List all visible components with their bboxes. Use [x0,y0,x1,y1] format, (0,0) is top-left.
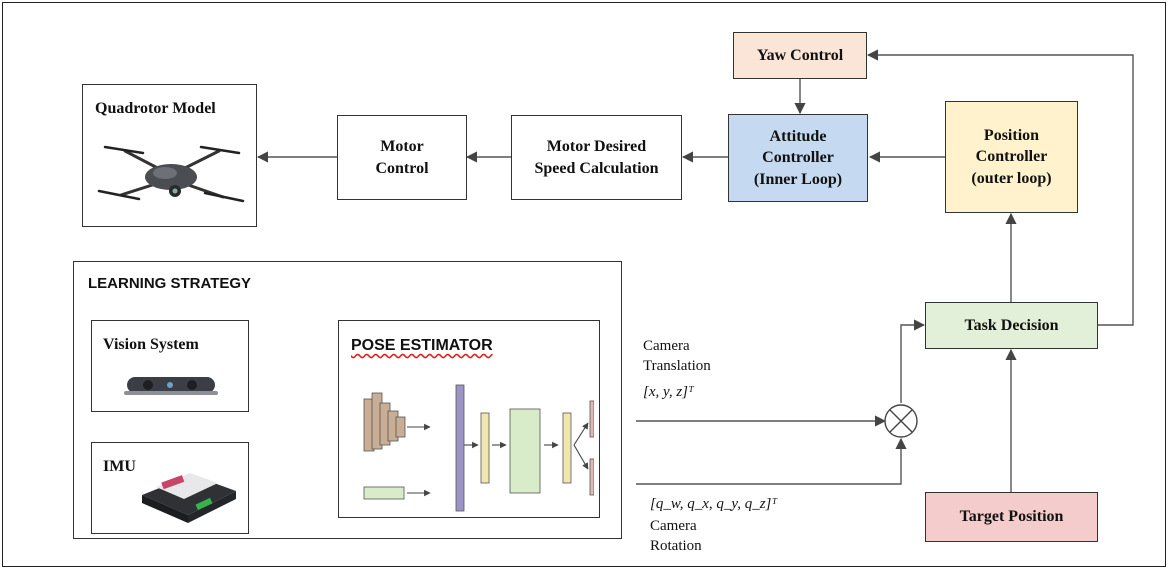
quadrotor-model-block: Quadrotor Model [82,84,257,227]
rotation-label-line1: Camera [650,518,697,534]
position-controller-block: Position Controller (outer loop) [945,101,1078,213]
task-decision-block: Task Decision [925,302,1098,349]
translation-label-line1: Camera [643,338,690,354]
rotation-label: Camera Rotation [650,516,702,557]
pose-estimator-title: POSE ESTIMATOR [351,337,493,354]
target-position-block: Target Position [925,492,1098,542]
translation-label-line2: Translation [643,358,711,375]
quadrotor-model-title: Quadrotor Model [95,100,216,117]
translation-label: Camera Translation [643,336,711,377]
motor-control-block: Motor Control [337,115,467,200]
translation-vector: [x, y, z]ᵀ [643,384,694,400]
imu-sensor-image [142,473,236,523]
arrow-combiner-to-task [900,319,926,403]
cnn-architecture-diagram [363,384,594,512]
rotation-vector: [q_w, q_x, q_y, q_z]ᵀ [650,496,778,512]
motor-desired-speed-block: Motor Desired Speed Calculation [511,115,682,200]
combiner-junction [884,404,918,438]
imu-block: IMU [91,442,249,534]
learning-strategy-panel: LEARNING STRATEGY Vision System IMU POSE… [73,261,622,539]
depth-camera-image [124,377,218,395]
imu-label: IMU [103,458,136,475]
vision-system-block: Vision System [91,320,249,412]
arrow-rotation-to-combiner [636,437,907,485]
arrow-task-to-yaw [866,49,1134,326]
attitude-controller-block: Attitude Controller (Inner Loop) [728,114,868,202]
learning-strategy-title: LEARNING STRATEGY [88,275,252,292]
yaw-control-block: Yaw Control [733,32,867,79]
drone-image [97,145,245,203]
vision-system-label: Vision System [103,336,199,353]
rotation-label-line2: Rotation [650,538,702,555]
pose-estimator-block: POSE ESTIMATOR [338,320,600,518]
